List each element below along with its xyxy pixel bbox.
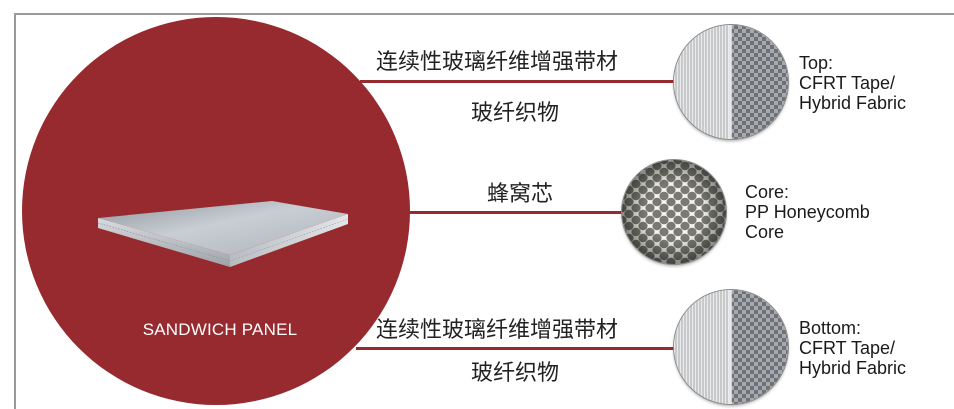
bottom-layer-cn-line1: 连续性玻璃纤维增强带材 — [376, 318, 619, 343]
top-layer-en-line2: CFRT Tape/ — [799, 73, 896, 93]
sandwich-panel-illustration — [97, 201, 349, 267]
core-connector-line — [405, 211, 635, 214]
frame-top-border — [14, 13, 954, 15]
core-layer-en-line2: PP Honeycomb — [745, 202, 870, 222]
bottom-layer-en-line1: Bottom: — [799, 318, 862, 338]
core-layer-en-label: Core: PP Honeycomb Core — [745, 182, 870, 242]
core-layer-en-line3: Core — [745, 222, 785, 242]
frame-left-border — [14, 13, 16, 409]
panel-label: SANDWICH PANEL — [142, 320, 298, 339]
top-layer-en-line3: Hybrid Fabric — [799, 93, 907, 113]
bottom-fabric-thumbnail — [674, 290, 788, 404]
bottom-layer-en-line2: CFRT Tape/ — [799, 338, 896, 358]
top-fabric-thumbnail — [674, 25, 788, 139]
top-connector-line — [360, 80, 690, 83]
bottom-layer-en-label: Bottom: CFRT Tape/ Hybrid Fabric — [799, 318, 906, 378]
core-layer-en-line1: Core: — [745, 182, 790, 202]
top-layer-cn-line1: 连续性玻璃纤维增强带材 — [376, 50, 619, 75]
core-layer-cn-label: 蜂窝芯 — [487, 182, 554, 207]
bottom-connector-line — [356, 347, 690, 350]
top-layer-en-label: Top: CFRT Tape/ Hybrid Fabric — [799, 53, 906, 113]
core-honeycomb-thumbnail — [622, 160, 726, 264]
top-layer-en-line1: Top: — [799, 53, 834, 73]
top-layer-cn-line2: 玻纤织物 — [471, 101, 560, 126]
bottom-layer-cn-line2: 玻纤织物 — [471, 361, 560, 386]
bottom-layer-en-line3: Hybrid Fabric — [799, 358, 907, 378]
